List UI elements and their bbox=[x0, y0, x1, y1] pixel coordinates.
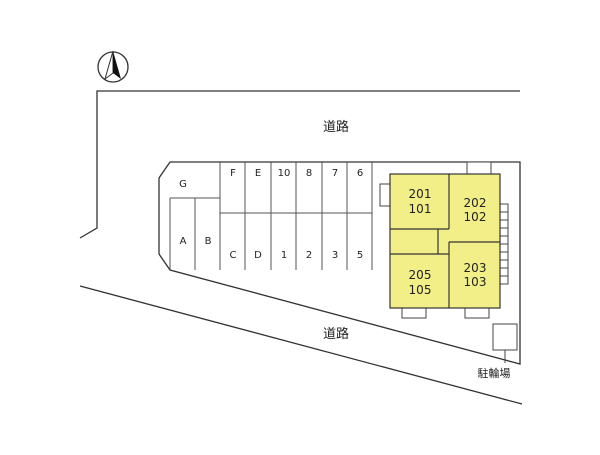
unit-201-label: 201 bbox=[409, 187, 432, 201]
unit-105-label: 105 bbox=[409, 283, 432, 297]
parking-space-label: 3 bbox=[332, 250, 338, 261]
parking-labels-top: G F E 10 8 7 6 bbox=[179, 168, 363, 190]
north-arrow-icon bbox=[97, 50, 129, 83]
unit-202-label: 202 bbox=[464, 196, 487, 210]
parking-space-label: 8 bbox=[306, 168, 312, 179]
unit-103-label: 103 bbox=[464, 275, 487, 289]
unit-102-label: 102 bbox=[464, 210, 487, 224]
parking-space-label: D bbox=[254, 250, 262, 261]
parking-space-label: 2 bbox=[306, 250, 312, 261]
parking-space-label: B bbox=[205, 236, 212, 247]
parking-space-label: E bbox=[255, 168, 261, 179]
bicycle-parking-label: 駐輪場 bbox=[478, 366, 511, 380]
parking-grid bbox=[169, 162, 373, 270]
parking-space-label: 1 bbox=[281, 250, 287, 261]
road-label-south: 道路 bbox=[323, 326, 349, 342]
parking-space-label: A bbox=[180, 236, 187, 247]
site-boundary-north bbox=[79, 90, 520, 239]
parking-space-label: F bbox=[230, 168, 236, 179]
unit-203-label: 203 bbox=[464, 261, 487, 275]
building bbox=[389, 173, 501, 309]
parking-labels-bottom: A B C D 1 2 3 5 bbox=[180, 236, 364, 261]
road-label-north: 道路 bbox=[323, 119, 349, 135]
road-edge-south bbox=[79, 285, 523, 405]
parking-space-label: 6 bbox=[357, 168, 363, 179]
unit-labels: 201 101 202 102 205 105 203 103 bbox=[409, 187, 487, 297]
parking-space-label: G bbox=[179, 179, 187, 190]
parking-space-label: 7 bbox=[332, 168, 338, 179]
parking-space-label: C bbox=[230, 250, 237, 261]
unit-205-label: 205 bbox=[409, 268, 432, 282]
bicycle-parking: 駐輪場 bbox=[478, 323, 518, 380]
building-footprint bbox=[389, 173, 501, 309]
parking-space-label: 10 bbox=[278, 168, 291, 179]
unit-101-label: 101 bbox=[409, 202, 432, 216]
parking-space-label: 5 bbox=[357, 250, 363, 261]
